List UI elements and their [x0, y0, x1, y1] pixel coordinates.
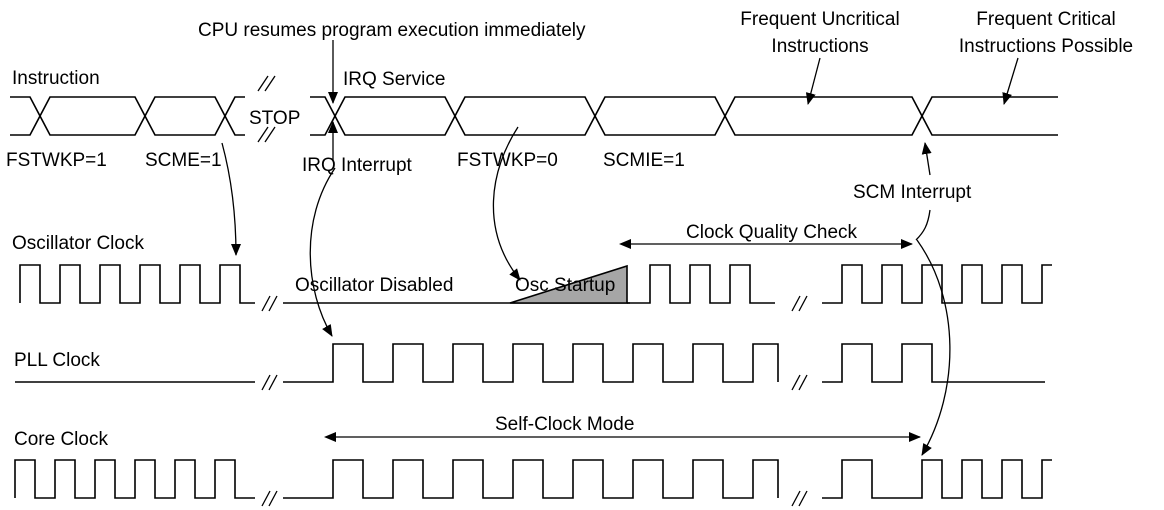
osc-startup-ramp [509, 264, 628, 304]
arrows [221, 40, 1019, 456]
clock-quality-check-label: Clock Quality Check [686, 222, 858, 243]
osc-startup-label: Osc Startup [515, 275, 615, 296]
instruction-bus [10, 75, 1058, 143]
pll-clock-waveform [15, 343, 1045, 391]
uncritical-arrow [805, 57, 821, 105]
scmie1-label: SCMIE=1 [603, 150, 685, 171]
stop-label: STOP [249, 108, 300, 129]
freq-uncritical-label-1: Frequent Uncritical [740, 9, 899, 30]
oscillator-clock-label: Oscillator Clock [12, 233, 144, 254]
scme-arrow [221, 142, 241, 256]
core-clock-waveform [14, 459, 1052, 507]
freq-uncritical-label-2: Instructions [771, 36, 868, 57]
instruction-label: Instruction [12, 68, 100, 89]
freq-critical-label-1: Frequent Critical [976, 9, 1115, 30]
labels: Instruction Oscillator Clock PLL Clock C… [6, 9, 1133, 450]
scm-to-core-arrow [916, 239, 951, 456]
scm-interrupt-arrow-up [921, 142, 932, 176]
oscillator-clock-waveform [19, 264, 1052, 312]
critical-arrow [1002, 57, 1019, 105]
scm-interrupt-label: SCM Interrupt [853, 182, 972, 203]
pll-clock-label: PLL Clock [14, 350, 100, 371]
scm-to-qcheck-curve [915, 209, 931, 241]
core-clock-label: Core Clock [14, 429, 108, 450]
fstwkp0-label: FSTWKP=0 [457, 150, 558, 171]
fstwkp1-label: FSTWKP=1 [6, 150, 107, 171]
irq-service-label: IRQ Service [343, 69, 445, 90]
cpu-resumes-label: CPU resumes program execution immediatel… [198, 20, 586, 41]
irq-interrupt-label: IRQ Interrupt [302, 155, 413, 176]
osc-disabled-label: Oscillator Disabled [295, 275, 453, 296]
self-clock-mode-label: Self-Clock Mode [495, 414, 634, 435]
freq-critical-label-2: Instructions Possible [959, 36, 1133, 57]
irq-to-pll-arrow [309, 167, 336, 337]
fstwkp0-arrow [492, 126, 521, 281]
scme1-label: SCME=1 [145, 150, 222, 171]
